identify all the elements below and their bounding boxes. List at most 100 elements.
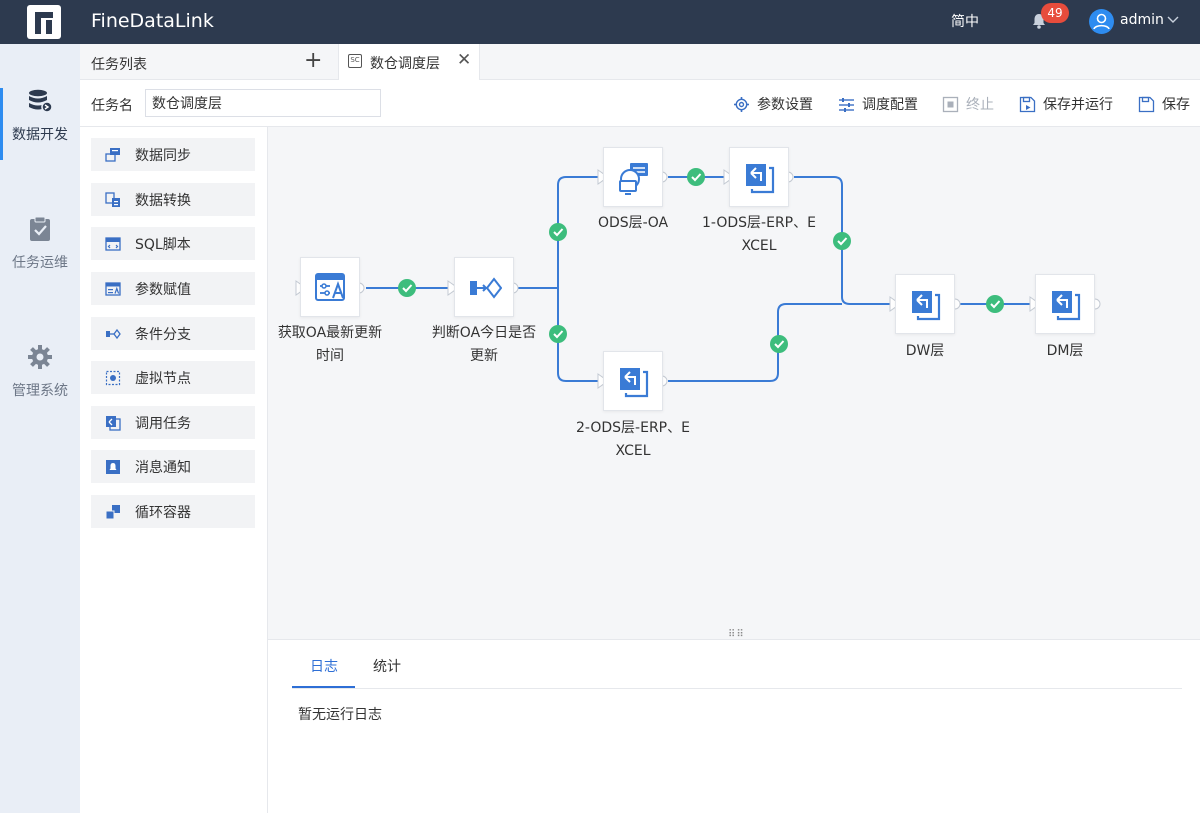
component-panel: 数据同步 数据转换 SQL脚本 参数赋值 条件分支 虚拟节点 调用任务 消息通知…: [80, 127, 268, 813]
param-assign-icon: [105, 281, 121, 296]
task-toolbar: 任务名 参数设置 调度配置 终止 保存并运行 保存: [80, 80, 1200, 127]
node-label: 获取OA最新更新时间: [277, 325, 383, 364]
user-avatar-icon[interactable]: [1089, 9, 1114, 34]
save-run-icon: [1019, 96, 1036, 112]
flow-node-check-oa-update[interactable]: [454, 257, 514, 317]
task-list-label[interactable]: 任务列表: [91, 57, 147, 73]
tab-log[interactable]: 日志: [310, 659, 338, 675]
sliders-icon: [839, 97, 854, 112]
app-title: FineDataLink: [91, 10, 214, 32]
nav-item-label: 数据开发: [12, 127, 68, 143]
stop-icon: [942, 96, 959, 112]
component-label: 循环容器: [135, 504, 191, 521]
resize-handle-icon[interactable]: ⠿⠿: [728, 629, 745, 640]
loop-container-icon: [105, 504, 120, 519]
save-icon: [1138, 96, 1155, 112]
component-param-assign[interactable]: 参数赋值: [91, 272, 255, 305]
data-transform-icon: [105, 191, 120, 207]
node-label: ODS层-OA: [597, 215, 669, 231]
component-condition-branch[interactable]: 条件分支: [91, 317, 255, 350]
flow-canvas[interactable]: 获取OA最新更新时间 判断OA今日是否更新 ODS层-OA 1-ODS层-ERP…: [268, 127, 1200, 640]
user-name[interactable]: admin: [1120, 12, 1164, 28]
clipboard-check-icon: [30, 216, 50, 241]
component-data-sync[interactable]: 数据同步: [91, 138, 255, 171]
component-loop-container[interactable]: 循环容器: [91, 495, 255, 528]
condition-branch-icon: [106, 328, 121, 339]
notification-badge[interactable]: 49: [1041, 3, 1069, 23]
component-label: SQL脚本: [135, 236, 191, 253]
save-button[interactable]: 保存: [1138, 94, 1190, 114]
stop-label: 终止: [966, 97, 994, 113]
virtual-node-icon: [105, 370, 121, 385]
flow-node-ods-oa[interactable]: [603, 147, 663, 207]
component-sql-script[interactable]: SQL脚本: [91, 227, 255, 260]
task-name-input[interactable]: [145, 89, 381, 117]
tab-label: 数仓调度层: [370, 56, 440, 72]
tab-stats[interactable]: 统计: [373, 659, 401, 675]
success-check-icons: [398, 168, 1004, 353]
flow-node-ods-erp-2[interactable]: [603, 351, 663, 411]
gear-icon: [28, 345, 52, 369]
nav-item-task-ops[interactable]: 任务运维: [0, 216, 80, 272]
flow-node-get-oa-time[interactable]: [300, 257, 360, 317]
app-logo[interactable]: [27, 5, 61, 39]
params-settings-label: 参数设置: [757, 97, 813, 113]
data-sync-icon: [619, 163, 648, 195]
tab-bar: 任务列表 + SC 数仓调度层 ✕: [80, 44, 1200, 81]
call-task-icon: [912, 291, 941, 321]
log-empty-message: 暂无运行日志: [298, 707, 382, 723]
tab-active-task[interactable]: SC 数仓调度层 ✕: [338, 44, 480, 81]
component-data-transform[interactable]: 数据转换: [91, 183, 255, 216]
nav-item-label: 任务运维: [12, 255, 68, 271]
log-tabs-divider: [292, 688, 1182, 689]
close-icon[interactable]: ✕: [457, 50, 472, 70]
param-assign-icon: [315, 273, 345, 301]
call-task-icon: [620, 368, 649, 398]
edge-branch-n5: [557, 288, 601, 382]
node-label: 判断OA今日是否更新: [431, 325, 537, 364]
component-label: 调用任务: [135, 415, 191, 432]
top-bar: FineDataLink 简中 49 admin: [0, 0, 1200, 44]
component-label: 数据转换: [135, 192, 191, 209]
flow-node-dw[interactable]: [895, 274, 955, 334]
active-tab-indicator: [292, 686, 355, 688]
component-label: 消息通知: [135, 459, 191, 476]
add-tab-icon[interactable]: +: [304, 48, 323, 73]
component-label: 条件分支: [135, 326, 191, 343]
task-tab-icon: SC: [348, 54, 362, 68]
schedule-config-label: 调度配置: [862, 97, 918, 113]
message-notify-icon: [106, 459, 120, 474]
stop-button[interactable]: 终止: [942, 94, 994, 114]
nav-item-label: 管理系统: [12, 383, 68, 399]
node-label: DM层: [1046, 343, 1084, 359]
database-icon: [29, 89, 53, 113]
task-name-label: 任务名: [91, 98, 133, 114]
condition-branch-icon: [470, 277, 502, 299]
log-panel: 日志 统计 暂无运行日志: [268, 639, 1200, 813]
data-sync-icon: [105, 147, 120, 162]
schedule-config-button[interactable]: 调度配置: [838, 94, 918, 114]
params-settings-button[interactable]: 参数设置: [733, 94, 813, 114]
save-label: 保存: [1162, 97, 1190, 113]
language-switch[interactable]: 简中: [951, 14, 979, 30]
save-and-run-button[interactable]: 保存并运行: [1019, 94, 1113, 114]
chevron-down-icon[interactable]: [1166, 12, 1180, 29]
edge-branch-n3: [557, 176, 601, 288]
call-task-icon: [746, 164, 775, 194]
flow-node-dm[interactable]: [1035, 274, 1095, 334]
call-task-icon: [106, 415, 121, 431]
flow-node-ods-erp-1[interactable]: [729, 147, 789, 207]
call-task-icon: [1052, 291, 1081, 321]
component-label: 参数赋值: [135, 281, 191, 298]
nav-item-admin[interactable]: 管理系统: [0, 344, 80, 400]
left-nav: 数据开发 任务运维 管理系统: [0, 44, 80, 813]
nav-item-data-dev[interactable]: 数据开发: [0, 88, 80, 160]
sql-script-icon: [105, 236, 121, 251]
component-label: 数据同步: [135, 147, 191, 164]
component-virtual-node[interactable]: 虚拟节点: [91, 361, 255, 394]
component-call-task[interactable]: 调用任务: [91, 406, 255, 439]
edge-n5-n6: [668, 303, 842, 382]
component-message-notify[interactable]: 消息通知: [91, 450, 255, 483]
